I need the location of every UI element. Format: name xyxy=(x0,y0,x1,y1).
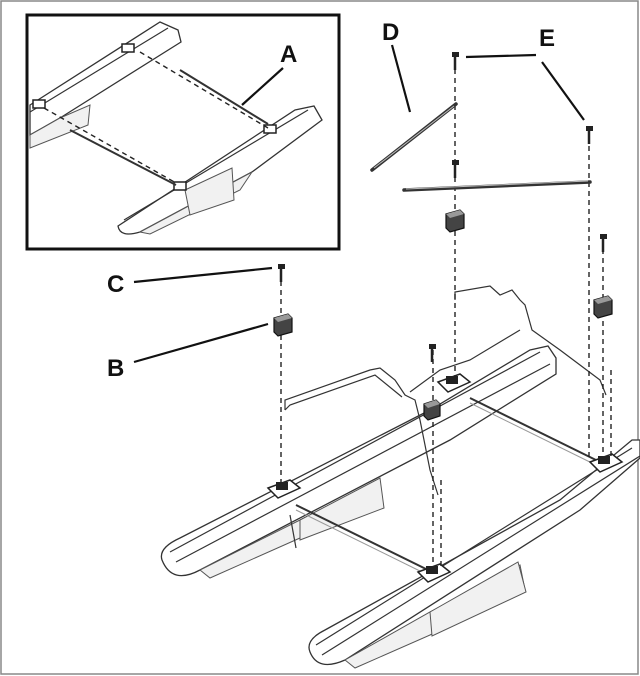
screw xyxy=(452,52,459,70)
pontoon-mount xyxy=(588,453,624,473)
label-c: C xyxy=(107,271,124,298)
main-assembly xyxy=(160,52,640,669)
front-pontoon xyxy=(308,439,640,666)
inset-front-pontoon xyxy=(117,105,323,235)
inset-rod xyxy=(69,129,177,186)
inset-detail xyxy=(25,13,341,251)
mounting-block xyxy=(423,399,441,421)
label-d: D xyxy=(382,19,399,46)
inset-dashed-line xyxy=(43,107,177,184)
screw xyxy=(278,264,285,282)
inset-mount xyxy=(32,99,46,109)
inset-back-pontoon-hull xyxy=(29,104,91,149)
inset-dashed-line xyxy=(139,51,269,129)
strut-rod-lower xyxy=(402,180,592,192)
label-a: A xyxy=(280,41,297,68)
back-pontoon xyxy=(160,345,557,577)
inset-mount xyxy=(173,181,187,191)
screw xyxy=(452,160,459,178)
label-e: E xyxy=(539,25,555,52)
screw xyxy=(429,344,436,362)
mounting-block xyxy=(445,209,465,233)
fuselage-outline xyxy=(284,367,439,496)
pontoon-mount xyxy=(266,479,302,499)
fuselage-outline-upper xyxy=(454,285,607,396)
inset-mount xyxy=(121,43,135,53)
pontoon-mount xyxy=(436,373,472,393)
cross-rod-front xyxy=(469,397,601,463)
screw xyxy=(586,126,593,144)
cross-rod-back xyxy=(295,504,429,571)
mounting-block xyxy=(273,313,293,337)
leader-line-c xyxy=(133,266,273,284)
inset-mount xyxy=(263,124,277,134)
inset-rod xyxy=(179,69,269,125)
leader-line-e xyxy=(541,61,585,121)
leader-line-e xyxy=(465,53,537,59)
leader-line-a xyxy=(241,67,284,106)
label-b: B xyxy=(107,355,124,382)
screw xyxy=(600,234,607,252)
mounting-block xyxy=(593,295,613,319)
leader-line-d xyxy=(390,44,412,113)
leader-line-b xyxy=(133,322,269,364)
